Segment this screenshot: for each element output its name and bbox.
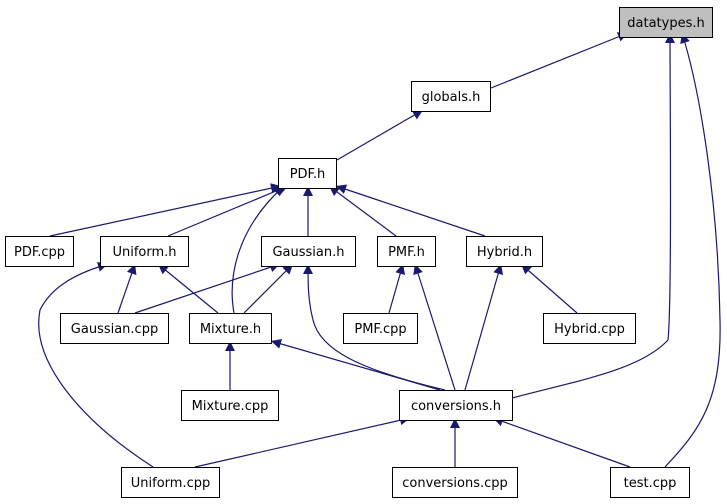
node-datatypes-h[interactable]: datatypes.h [619, 7, 713, 38]
node-box [377, 236, 436, 267]
edge-hybrid-cpp-to-hybrid-h [520, 263, 578, 314]
node-box [60, 313, 169, 344]
node-box [466, 236, 543, 267]
edge-pdf-h-to-globals-h [336, 109, 424, 161]
node-conversions-cpp[interactable]: conversions.cpp [392, 467, 518, 498]
edge-pdf-cpp-to-pdf-h [49, 183, 282, 237]
node-pmf-h[interactable]: PMF.h [377, 236, 436, 267]
edge-test-cpp-to-datatypes-h [664, 32, 721, 468]
node-box [100, 236, 189, 267]
node-globals-h[interactable]: globals.h [411, 81, 491, 112]
node-box [411, 81, 491, 112]
node-label: datatypes.h [627, 16, 704, 31]
node-label: Gaussian.cpp [71, 322, 158, 337]
node-label: conversions.cpp [402, 476, 508, 491]
node-box [5, 236, 74, 267]
node-conversions-h[interactable]: conversions.h [399, 390, 513, 421]
node-label: Hybrid.cpp [554, 322, 625, 337]
edge-uniform-cpp-to-conversions-h [194, 415, 411, 468]
edge-hybrid-h-to-pdf-h [335, 184, 486, 237]
node-label: conversions.h [411, 399, 501, 414]
edge-conversions-h-to-hybrid-h [464, 263, 504, 391]
node-hybrid-cpp[interactable]: Hybrid.cpp [543, 313, 636, 344]
node-box [278, 158, 337, 189]
node-box [610, 467, 690, 498]
node-box [392, 467, 518, 498]
node-gaussian-h[interactable]: Gaussian.h [261, 236, 356, 267]
node-box [121, 467, 220, 498]
edge-uniform-cpp-to-uniform-h [38, 261, 154, 468]
node-label: globals.h [422, 90, 481, 105]
node-hybrid-h[interactable]: Hybrid.h [466, 236, 543, 267]
node-label: Gaussian.h [272, 245, 344, 260]
node-mixture-cpp[interactable]: Mixture.cpp [181, 390, 279, 421]
edge-pmf-cpp-to-pmf-h [388, 263, 406, 314]
edge-mixture-h-to-pdf-h [231, 185, 285, 314]
node-pdf-h[interactable]: PDF.h [278, 158, 337, 189]
edge-mixture-h-to-gaussian-h [243, 263, 294, 314]
node-label: PMF.cpp [354, 322, 406, 337]
node-label: PDF.h [290, 167, 326, 182]
node-label: PMF.h [388, 245, 425, 260]
edge-gaussian-cpp-to-uniform-h [117, 263, 137, 314]
node-box [181, 390, 279, 421]
node-box [543, 313, 636, 344]
edge-mixture-h-to-uniform-h [157, 263, 219, 314]
node-label: Uniform.cpp [131, 476, 210, 491]
node-pdf-cpp[interactable]: PDF.cpp [5, 236, 74, 267]
node-box [261, 236, 356, 267]
node-label: Hybrid.h [477, 245, 532, 260]
node-label: Mixture.h [200, 322, 261, 337]
edge-layer [38, 32, 721, 468]
node-pmf-cpp[interactable]: PMF.cpp [343, 313, 418, 344]
node-label: Mixture.cpp [192, 399, 269, 414]
edge-pmf-h-to-pdf-h [328, 185, 397, 237]
node-label: Uniform.h [112, 245, 176, 260]
node-uniform-cpp[interactable]: Uniform.cpp [121, 467, 220, 498]
node-label: PDF.cpp [14, 245, 65, 260]
edge-conversions-h-to-datatypes-h [511, 32, 676, 399]
node-gaussian-cpp[interactable]: Gaussian.cpp [60, 313, 169, 344]
edge-test-cpp-to-conversions-h [492, 416, 631, 468]
edge-gaussian-cpp-to-gaussian-h [134, 262, 281, 314]
node-uniform-h[interactable]: Uniform.h [100, 236, 189, 267]
node-label: test.cpp [624, 476, 677, 491]
node-box [399, 390, 513, 421]
node-box [343, 313, 418, 344]
edge-conversions-h-to-pmf-h [413, 263, 456, 391]
edge-globals-h-to-datatypes-h [490, 32, 629, 89]
node-test-cpp[interactable]: test.cpp [610, 467, 690, 498]
node-box [189, 313, 272, 344]
edge-uniform-h-to-pdf-h [167, 185, 289, 237]
node-box [619, 7, 713, 38]
edge-conversions-h-to-mixture-h [270, 338, 441, 391]
node-mixture-h[interactable]: Mixture.h [189, 313, 272, 344]
